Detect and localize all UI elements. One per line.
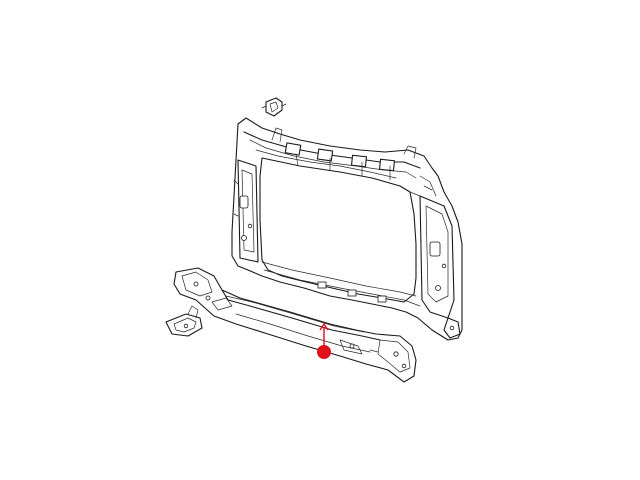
radiator-support-frame [231, 117, 463, 341]
clip [261, 97, 287, 117]
bracket [165, 305, 203, 337]
arrowhead-icon [319, 322, 329, 331]
callout-marker[interactable] [317, 322, 331, 359]
red-dot-marker[interactable] [317, 345, 331, 359]
lower-crossmember [173, 267, 417, 383]
